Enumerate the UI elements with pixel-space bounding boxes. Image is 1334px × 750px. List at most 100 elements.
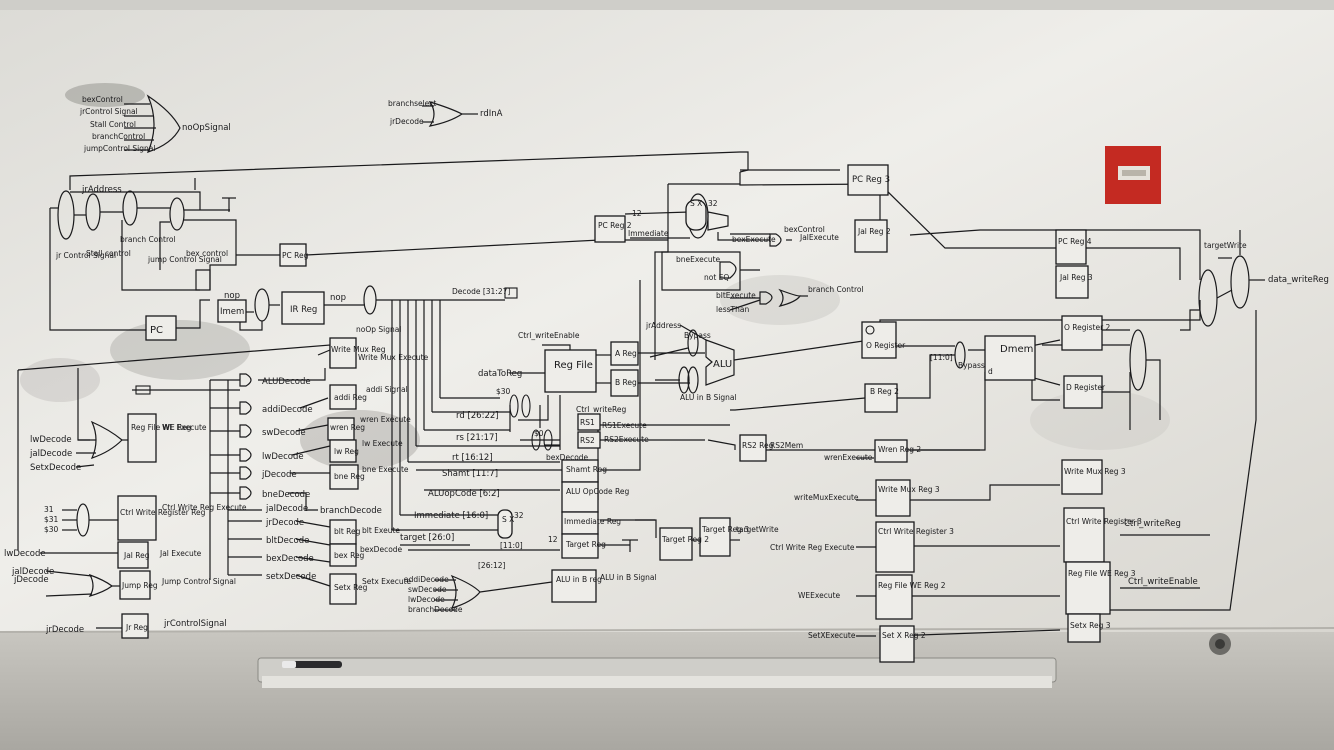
label-jr-ctrl: jr Control Signal bbox=[55, 251, 116, 260]
label-jal-execute: JalExecute bbox=[799, 233, 839, 242]
label-writemux-out: Write Mux Execute bbox=[358, 353, 429, 362]
label-jrdecode2: jrDecode bbox=[45, 625, 84, 635]
mux-nodes bbox=[135, 287, 875, 451]
label-rs2: RS2 bbox=[580, 436, 595, 445]
label-alub-dec4: branchDecode bbox=[408, 605, 463, 614]
label-n32-top: 32 bbox=[708, 199, 718, 208]
label-jdecode: jDecode bbox=[261, 470, 297, 480]
label-branch-control: branch Control bbox=[808, 285, 864, 294]
label-b-reg2: B Reg 2 bbox=[870, 387, 899, 396]
label-rs: rs [21:17] bbox=[456, 433, 498, 443]
board-edge bbox=[0, 627, 1334, 633]
label-setx-reg2: Set X Reg 2 bbox=[882, 631, 926, 640]
label-bex-decode2: bexDecode bbox=[546, 453, 589, 462]
label-lwdecode: lwDecode bbox=[262, 452, 304, 462]
label-jdecode2: jDecode bbox=[13, 575, 49, 585]
label-setx-execute: SetXExecute bbox=[808, 631, 856, 640]
label-rd: rd [26:22] bbox=[456, 411, 499, 421]
label-r30: $30 bbox=[496, 387, 511, 396]
label-dmem: Dmem bbox=[1000, 344, 1033, 355]
marker-tray bbox=[257, 657, 1057, 688]
label-lw-reg: lw Reg bbox=[334, 447, 359, 456]
label-blt-reg: blt Reg bbox=[334, 527, 361, 536]
label-lw-out: lw Execute bbox=[362, 439, 403, 448]
label-regfile-we2: Reg File WE Reg 2 bbox=[878, 581, 946, 590]
label-jraddress2: jrAddress bbox=[645, 321, 681, 330]
label-pc-reg4: PC Reg 4 bbox=[1058, 237, 1092, 246]
label-range2: [26:12] bbox=[478, 561, 506, 570]
label-rt: rt [16:12] bbox=[452, 453, 493, 463]
wires bbox=[17, 94, 1265, 637]
label-blt-execute: bltExecute bbox=[716, 291, 756, 300]
label-jraddress: jrAddress bbox=[81, 185, 122, 195]
label-mux-n2: $31 bbox=[44, 515, 59, 524]
label-noopsignal: noOpSignal bbox=[182, 123, 231, 133]
label-wren-reg: wren Reg bbox=[330, 423, 365, 432]
label-ctrlwrite-execute: Ctrl Write Reg Execute bbox=[770, 543, 855, 552]
label-bexcontrol: bexControl bbox=[82, 95, 123, 104]
label-stall-ctrl: Stall control bbox=[86, 249, 131, 258]
label-o-register: O Register bbox=[866, 341, 906, 350]
label-write-mux-reg3: Write Mux Reg 3 bbox=[1064, 467, 1126, 476]
labels-top-left: bexControl jrControl Signal Stall Contro… bbox=[79, 95, 503, 153]
label-writemux-execute: writeMuxExecute bbox=[794, 493, 859, 502]
lower-wall bbox=[0, 632, 1334, 750]
label-bypass: Bypass bbox=[684, 331, 711, 340]
smudge bbox=[65, 83, 145, 107]
label-setx-out: Setx Execute bbox=[362, 577, 412, 586]
label-bex-control: bexControl bbox=[784, 225, 825, 234]
label-setxdecode: setxDecode bbox=[266, 572, 316, 582]
smudge bbox=[20, 358, 100, 402]
label-imm-in: Immediate [16:0] bbox=[414, 511, 488, 521]
label-n12-top: 12 bbox=[632, 209, 642, 218]
label-wren-out: wren Execute bbox=[360, 415, 411, 424]
label-jump-reg: Jump Reg bbox=[121, 581, 158, 590]
label-jump-ctrl: jump Control Signal bbox=[147, 255, 222, 264]
label-blt-out: blt Exeute bbox=[362, 526, 400, 535]
label-ctrl-writereg: Ctrl_writeReg bbox=[1124, 519, 1181, 529]
label-imm-reg: Immediate Reg bbox=[564, 517, 621, 526]
label-n12: 12 bbox=[548, 535, 558, 544]
label-branch-ctrl: branch Control bbox=[120, 235, 176, 244]
label-aluop-in: ALUopCode [6:2] bbox=[428, 489, 500, 499]
label-rs2-exec: RS2Execute bbox=[604, 435, 649, 444]
label-jaldecode: jalDecode bbox=[265, 504, 308, 514]
label-jump-out: Jump Control Signal bbox=[161, 577, 236, 586]
label-o-register2: O Register 2 bbox=[1064, 323, 1111, 332]
label-bnedecode: bneDecode bbox=[262, 490, 310, 500]
boxes bbox=[117, 164, 1111, 663]
label-jal-reg3: Jal Reg 3 bbox=[1059, 273, 1093, 282]
ceiling-strip bbox=[0, 0, 1334, 10]
label-writemux-reg: Write Mux Reg bbox=[331, 345, 386, 354]
label-jr-reg: Jr Reg bbox=[125, 623, 148, 632]
smudge bbox=[110, 320, 250, 380]
label-pc-reg2: PC Reg 2 bbox=[598, 221, 632, 230]
label-bne-out: bne Execute bbox=[362, 465, 409, 474]
label-jal-reg: Jal Reg bbox=[123, 551, 150, 560]
label-mux-n1: 31 bbox=[44, 505, 54, 514]
label-rdina: rdInA bbox=[480, 109, 503, 119]
label-ctrl-write-reg3: Ctrl Write Register 3 bbox=[1066, 517, 1142, 526]
label-sx-top: S X bbox=[690, 199, 702, 208]
label-ctrl-write-reg: Ctrl Write Register Reg bbox=[120, 508, 206, 517]
label-pc-reg: PC Reg bbox=[282, 251, 309, 260]
label-regfile-we: Reg File WE Reg bbox=[131, 423, 192, 432]
label-b-reg: B Reg bbox=[615, 378, 637, 387]
label-a-reg: A Reg bbox=[615, 349, 637, 358]
label-branchselect: branchselect bbox=[388, 99, 436, 108]
label-lwdecode-in: lwDecode bbox=[4, 549, 46, 559]
label-jal: jalDecode bbox=[29, 449, 72, 459]
label-target-write: targetWrite bbox=[736, 525, 779, 534]
label-range-mem: [11:0] bbox=[930, 353, 953, 362]
label-not-eq: not EQ bbox=[704, 273, 729, 282]
label-alub-dec1: addiDecode bbox=[404, 575, 449, 584]
label-reg-file: Reg File bbox=[554, 360, 593, 371]
label-jal-out: Jal Execute bbox=[159, 549, 202, 558]
label-target-reg2: Target Reg 2 bbox=[661, 535, 709, 544]
label-immediate: Immediate bbox=[628, 229, 669, 238]
fire-alarm bbox=[1105, 146, 1161, 204]
label-data-to-reg: dataToReg bbox=[478, 369, 522, 379]
label-bex-out: bexDecode bbox=[360, 545, 403, 554]
label-bex-execute: bexExecute bbox=[732, 235, 776, 244]
label-aludecode: ALUDecode bbox=[262, 377, 311, 387]
